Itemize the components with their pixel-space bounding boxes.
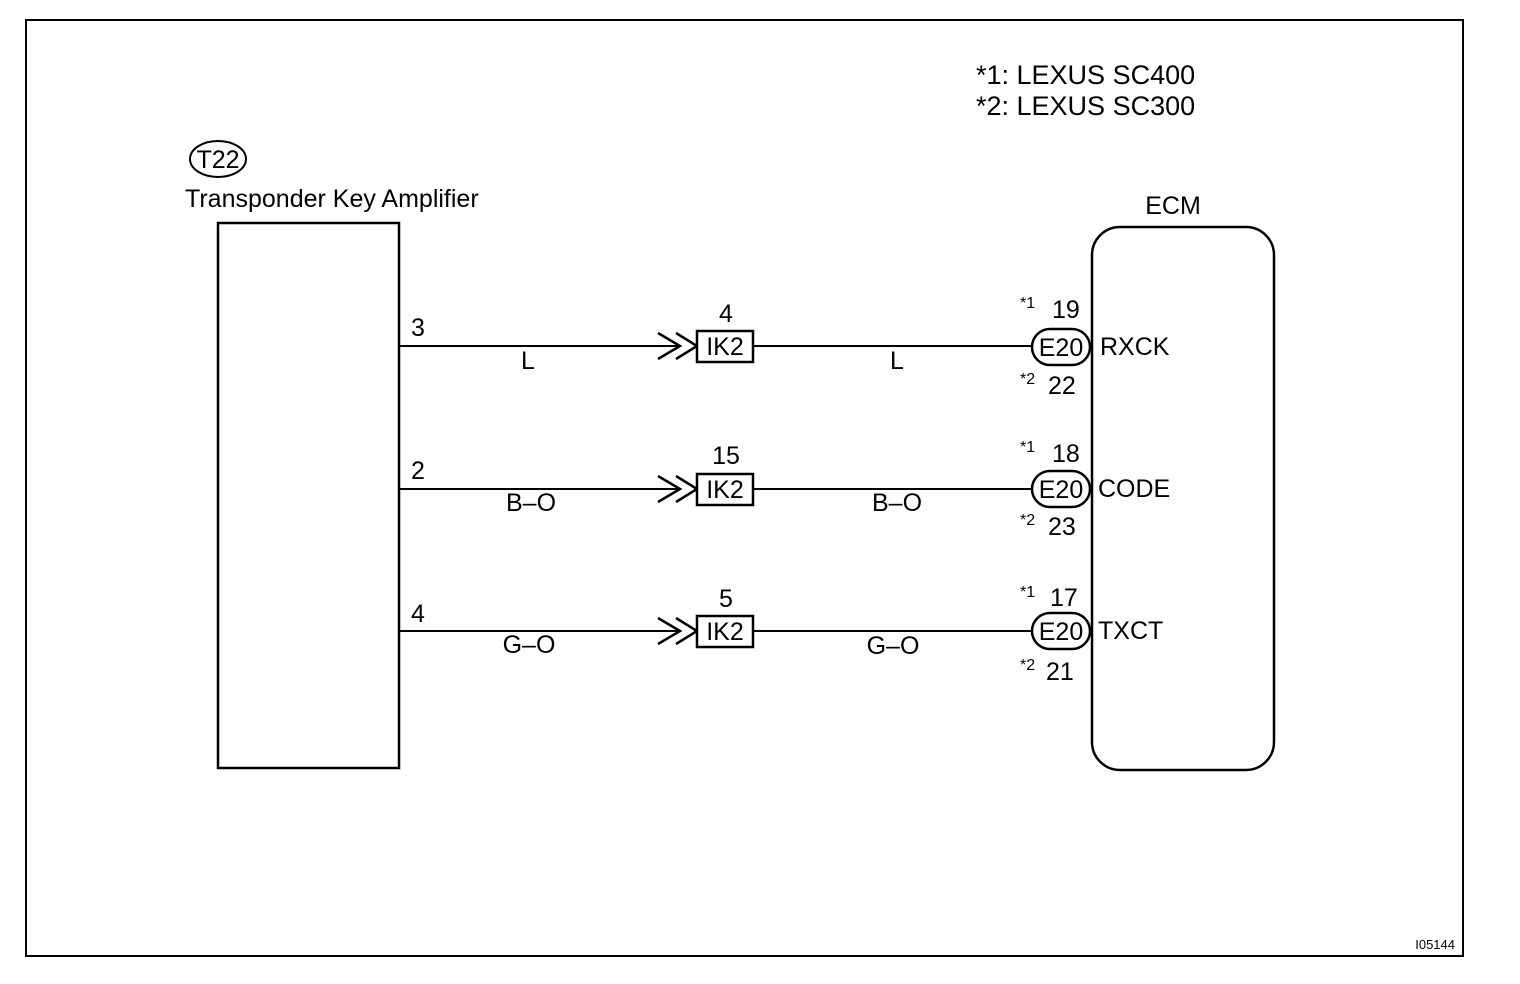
chevron-icon [657,616,683,646]
signal-name: RXCK [1100,333,1170,361]
wire-color-right: G–O [867,632,920,660]
chevron-icon [657,331,683,361]
chevron-icon [657,474,683,504]
wire-color-left: L [521,347,535,375]
amplifier-name: Transponder Key Amplifier [185,185,479,213]
variant-mark-2: *2 [1020,371,1035,388]
circuit-txct: IK2 5 4 G–O G–O E20 TXCT *1 17 *2 21 [399,584,1163,686]
ecm-connector-oval [1030,469,1092,509]
ecm-connector-oval [1030,327,1092,367]
circuit-code: IK2 15 2 B–O B–O E20 CODE *1 18 *2 23 [399,439,1170,541]
signal-name: CODE [1098,475,1170,503]
circuit-rxck: IK2 4 3 L L E20 RXCK *1 19 *2 22 [399,295,1170,400]
junction-box [695,614,755,649]
ecm-pin-sc300: 22 [1048,372,1076,400]
note-sc300: *2: LEXUS SC300 [976,91,1195,121]
amplifier-box [216,221,401,770]
junction-pin: 5 [719,585,733,613]
ecm-pin-sc400: 17 [1050,584,1078,612]
figure-id: I05144 [1415,937,1455,952]
variant-mark-1: *1 [1020,295,1035,312]
junction-pin: 15 [712,442,740,470]
diagram-frame [25,19,1464,957]
ecm-connector-label: E20 [1039,334,1083,362]
ecm-label: ECM [1145,192,1201,220]
amplifier-connector-label: T22 [196,146,239,174]
ecm-connector-oval [1030,611,1092,651]
variant-mark-2: *2 [1020,657,1035,674]
junction-label: IK2 [706,333,744,361]
wire-color-left: B–O [506,489,556,517]
wire-color-left: G–O [503,631,556,659]
amplifier-connector-oval [189,140,247,178]
variant-mark-2: *2 [1020,512,1035,529]
junction-box [695,329,755,364]
wire-color-right: L [890,347,904,375]
variant-mark-1: *1 [1020,584,1035,601]
ecm-connector-label: E20 [1039,618,1083,646]
ecm-box [1090,225,1276,772]
amp-pin: 2 [411,457,425,485]
junction-label: IK2 [706,476,744,504]
wire-color-right: B–O [872,489,922,517]
note-sc400: *1: LEXUS SC400 [976,60,1195,90]
junction-pin: 4 [719,300,733,328]
ecm-pin-sc300: 21 [1046,658,1074,686]
ecm-pin-sc400: 18 [1052,440,1080,468]
variant-mark-1: *1 [1020,439,1035,456]
ecm-connector-label: E20 [1039,476,1083,504]
amp-pin: 4 [411,600,425,628]
signal-name: TXCT [1098,617,1163,645]
amp-pin: 3 [411,314,425,342]
ecm-pin-sc300: 23 [1048,513,1076,541]
ecm-pin-sc400: 19 [1052,296,1080,324]
junction-label: IK2 [706,618,744,646]
